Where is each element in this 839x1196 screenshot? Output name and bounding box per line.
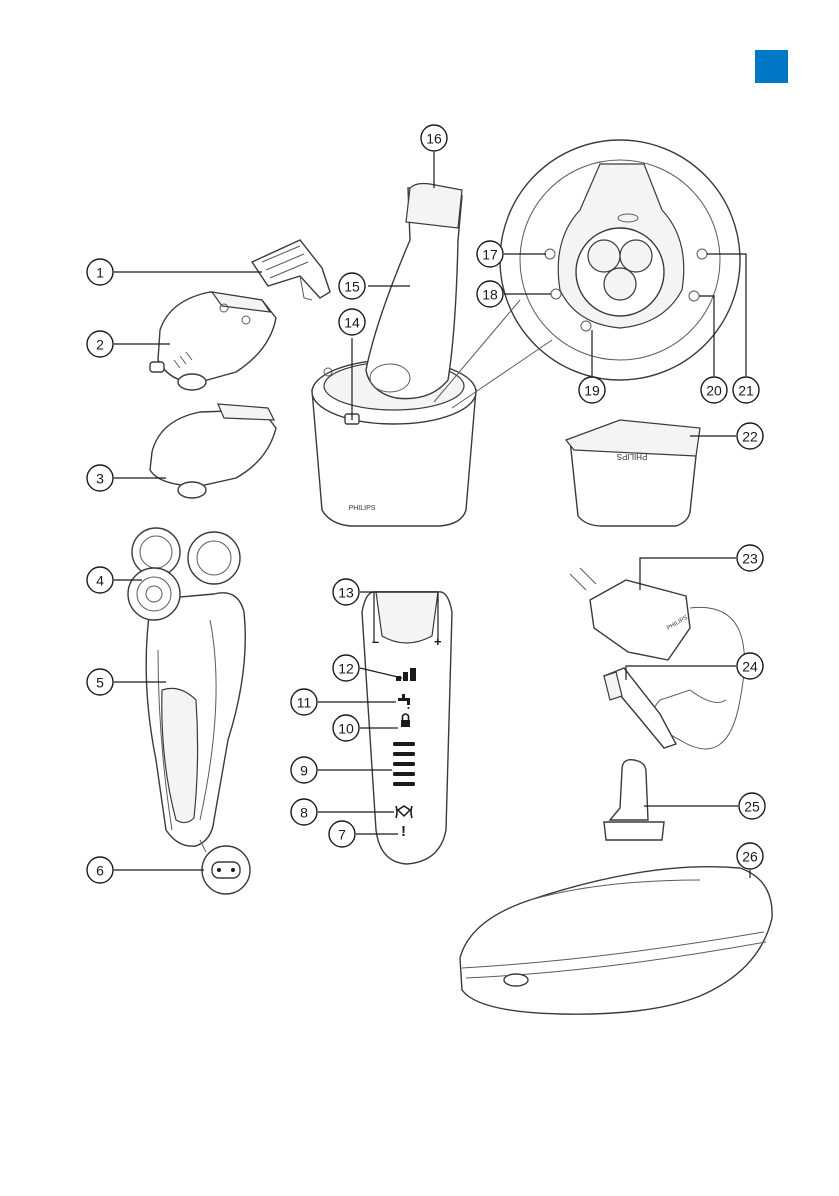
beard-styler <box>149 291 277 391</box>
callout-number: 4 <box>96 573 104 589</box>
language-tab <box>755 50 788 83</box>
travel-pouch <box>459 866 773 1015</box>
battery-bars-icon <box>393 742 415 786</box>
alert-icon: ! <box>401 823 406 840</box>
callout-7: 7 <box>328 820 356 848</box>
callout-15: 15 <box>338 272 366 300</box>
callout-number: 21 <box>738 383 754 399</box>
replace-heads-icon <box>395 805 413 819</box>
callout-number: 5 <box>96 675 104 691</box>
callout-12: 12 <box>332 654 360 682</box>
cleaning-stand: PHILIPS <box>311 182 477 527</box>
callout-20: 20 <box>700 376 728 404</box>
callout-number: 16 <box>426 131 442 147</box>
callout-number: 22 <box>742 429 758 445</box>
callout-number: 2 <box>96 337 104 353</box>
callout-1: 1 <box>86 258 114 286</box>
callout-2: 2 <box>86 330 114 358</box>
callout-number: 9 <box>300 763 308 779</box>
callout-25: 25 <box>738 792 766 820</box>
callout-14: 14 <box>338 308 366 336</box>
callout-6: 6 <box>86 856 114 884</box>
callout-8: 8 <box>290 798 318 826</box>
power-adapter: PHILIPS <box>569 567 745 750</box>
stand-top-view <box>433 139 741 409</box>
callout-3: 3 <box>86 464 114 492</box>
callout-number: 20 <box>706 383 722 399</box>
minus-label: – <box>372 634 379 649</box>
tap-icon <box>398 694 410 709</box>
cartridge-logo: PHILIPS <box>617 452 648 461</box>
callout-number: 17 <box>482 247 498 263</box>
cleaning-cartridge: PHILIPS <box>565 419 701 527</box>
callout-26: 26 <box>736 842 764 870</box>
shaver <box>127 527 251 895</box>
callout-10: 10 <box>332 714 360 742</box>
callout-number: 10 <box>338 721 354 737</box>
callout-13: 13 <box>332 578 360 606</box>
lock-icon <box>401 713 410 727</box>
callout-number: 7 <box>338 827 346 843</box>
leader-lines <box>114 152 751 878</box>
callout-18: 18 <box>476 280 504 308</box>
callout-number: 24 <box>742 659 758 675</box>
callout-number: 14 <box>344 315 360 331</box>
callout-number: 1 <box>96 265 104 281</box>
callout-number: 12 <box>338 661 354 677</box>
callout-number: 11 <box>297 695 312 711</box>
control-panel: – + <box>361 591 453 865</box>
callout-19: 19 <box>578 376 606 404</box>
callout-number: 26 <box>742 849 758 865</box>
callout-22: 22 <box>736 422 764 450</box>
callout-number: 19 <box>584 383 600 399</box>
callout-21: 21 <box>732 376 760 404</box>
callout-number: 25 <box>744 799 760 815</box>
callout-number: 23 <box>742 551 758 567</box>
charging-holder <box>603 759 665 841</box>
callout-24: 24 <box>736 652 764 680</box>
callout-number: 3 <box>96 471 104 487</box>
callout-9: 9 <box>290 756 318 784</box>
callout-number: 18 <box>482 287 498 303</box>
callout-11: 11 <box>290 688 318 716</box>
speed-level-icon <box>396 668 416 681</box>
stand-logo: PHILIPS <box>349 505 376 512</box>
beard-comb <box>250 239 331 301</box>
callout-number: 15 <box>344 279 360 295</box>
precision-trimmer <box>149 403 277 499</box>
callout-4: 4 <box>86 566 114 594</box>
callout-16: 16 <box>420 124 448 152</box>
callout-number: 8 <box>300 805 308 821</box>
callout-number: 13 <box>338 585 354 601</box>
callout-23: 23 <box>736 544 764 572</box>
callout-17: 17 <box>476 240 504 268</box>
callout-number: 6 <box>96 863 104 879</box>
callout-5: 5 <box>86 668 114 696</box>
